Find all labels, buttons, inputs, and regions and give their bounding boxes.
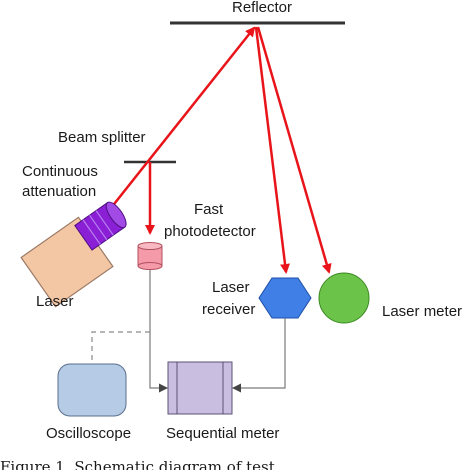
- laser-meter-label: Laser meter: [382, 303, 462, 320]
- figure-caption: Figure 1. Schematic diagram of test: [0, 458, 275, 470]
- sequential-meter: [167, 361, 233, 415]
- reflector-label: Reflector: [232, 0, 292, 16]
- fast-photodetector: [137, 242, 163, 270]
- fast-photodetector-label-line2: photodetector: [164, 223, 256, 240]
- sequential-meter-label: Sequential meter: [166, 425, 279, 442]
- wire-dashed-to-oscilloscope: [91, 331, 150, 362]
- continuous-attenuation-label-line2: attenuation: [22, 183, 96, 200]
- laser-receiver-label-line2: receiver: [202, 301, 255, 318]
- wire-photodetector-to-sequential: [149, 270, 168, 393]
- laser-label: Laser: [36, 293, 74, 310]
- continuous-attenuator: [74, 201, 127, 251]
- laser-receiver-label-line1: Laser: [212, 279, 250, 296]
- fast-photodetector-label-line1: Fast: [194, 201, 224, 218]
- beam-to-laser-meter: [256, 26, 332, 274]
- continuous-attenuation-label-line1: Continuous: [22, 163, 98, 180]
- wire-receiver-to-sequential: [232, 318, 286, 393]
- beam-splitter-label: Beam splitter: [58, 129, 146, 146]
- oscilloscope: [57, 363, 127, 417]
- beam-to-reflector: [102, 26, 256, 219]
- beam-to-laser-receiver: [254, 26, 290, 274]
- oscilloscope-label: Oscilloscope: [46, 425, 131, 442]
- laser-meter: [318, 272, 370, 324]
- laser-receiver: [258, 277, 312, 319]
